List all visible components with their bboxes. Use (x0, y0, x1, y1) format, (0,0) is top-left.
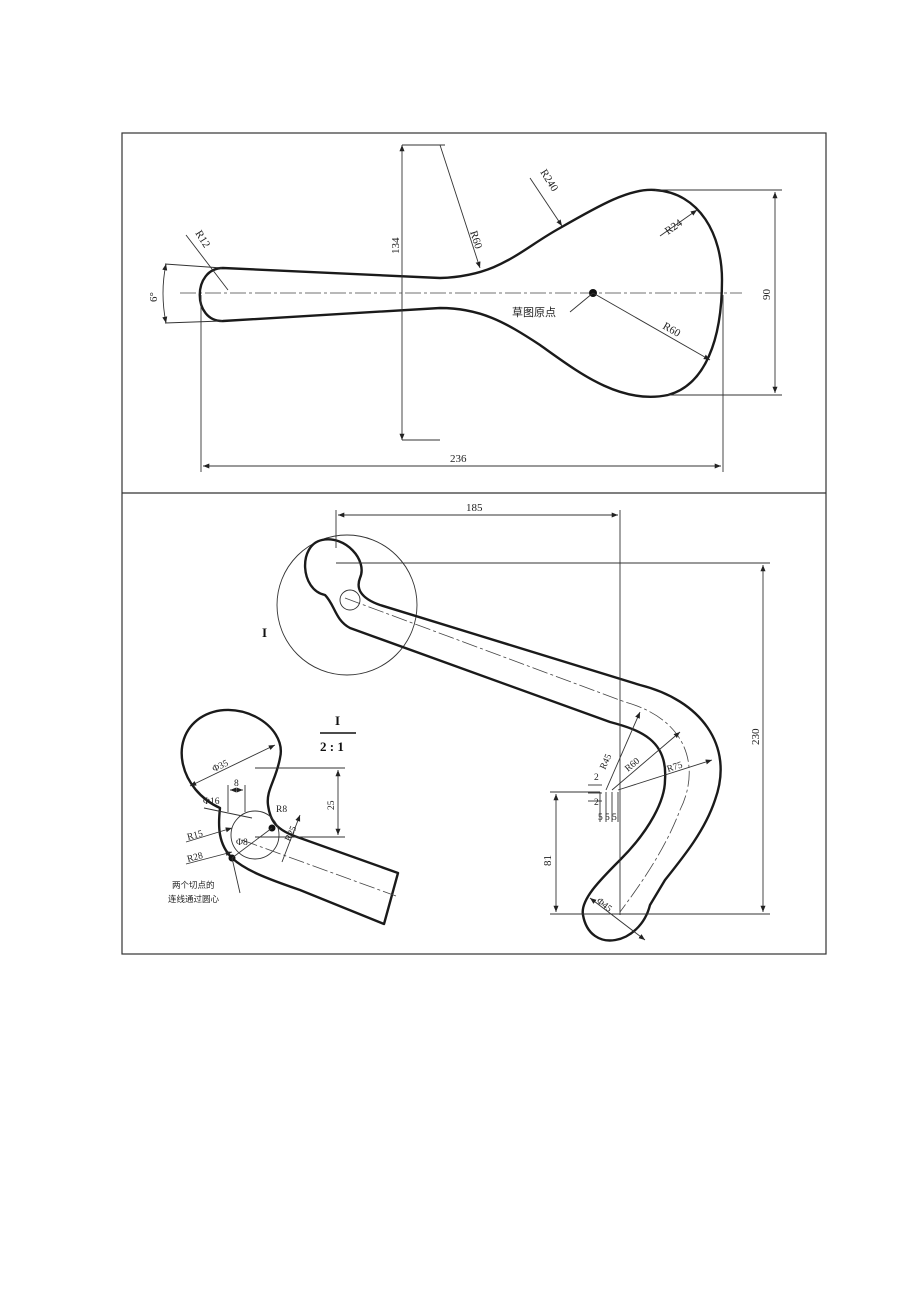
radius-r240: R240 (537, 167, 560, 194)
angle-arc (162, 263, 168, 324)
r45-leader (605, 711, 641, 791)
radius-r60: R60 (624, 756, 643, 774)
radius-r15: R15 (186, 829, 204, 843)
dim-5c: 5 (612, 813, 617, 823)
note-line1: 两个切点的 (172, 880, 215, 891)
drawing-frame (121, 132, 827, 955)
detail-title-numeral: I (335, 713, 340, 728)
dim-5b: 5 (605, 813, 610, 823)
r60-head-leader (592, 292, 711, 361)
dim-81: 81 (542, 855, 554, 866)
r24-leader (659, 209, 698, 237)
small-hole (339, 589, 361, 611)
dim-236: 236 (450, 453, 467, 465)
dim-185: 185 (466, 502, 483, 514)
dim-134: 134 (390, 237, 402, 254)
detail-scale: 2 : 1 (320, 739, 344, 754)
handle-outline (303, 538, 722, 942)
handle-centerline (344, 597, 690, 913)
origin-label: 草图原点 (512, 306, 556, 319)
radius-r45: R45 (599, 752, 615, 771)
dim-2-upper: 2 (594, 773, 599, 783)
r60-neck-leader (439, 144, 481, 269)
radius-r28: R28 (186, 851, 204, 865)
dim-230: 230 (750, 728, 762, 745)
radius-r24: R24 (663, 217, 685, 238)
phi35-leader (189, 744, 276, 787)
radius-r60-head: R60 (661, 320, 683, 340)
r28-leader (185, 851, 233, 865)
origin-leader (569, 292, 594, 313)
diameter-phi35: Φ35 (211, 759, 230, 775)
dim-8: 8 (234, 779, 239, 789)
diameter-phi16: Φ16 (203, 797, 220, 807)
r75-leader (617, 759, 713, 791)
radius-r75: R75 (666, 760, 684, 774)
phi16-leader (203, 807, 253, 819)
phi45-leader (589, 897, 646, 941)
top-drawing: 草图原点 134 R60 R240 R24 R60 R12 6° 90 (148, 144, 782, 472)
dim-5a: 5 (598, 813, 603, 823)
r15-leader (185, 827, 233, 843)
detail-marker: I (262, 625, 267, 640)
tangent-connector (231, 827, 273, 859)
r60-leader (611, 731, 681, 791)
note-leader (231, 857, 241, 894)
dim-2-lower: 2 (594, 798, 599, 808)
detail-view: I 2 : 1 Φ35 Φ16 Φ8 8 25 R8 (168, 708, 400, 926)
detail-joint-circle (230, 810, 280, 860)
radius-r8: R8 (276, 805, 287, 815)
angle-ext-top (164, 263, 223, 269)
angle-ext-bottom (164, 320, 223, 324)
dim-25: 25 (327, 800, 337, 810)
radius-r60-neck: R60 (467, 229, 484, 251)
r25-leader (281, 814, 301, 863)
r240-leader (529, 177, 563, 227)
note-line2: 连线通过圆心 (168, 894, 220, 905)
detail-centerline (241, 839, 397, 897)
diameter-phi45: Φ45 (594, 896, 613, 914)
dim-90: 90 (761, 289, 773, 301)
detail-outline (180, 708, 400, 926)
radius-r25: R25 (284, 824, 300, 843)
r12-leader (185, 234, 229, 291)
angle-6: 6° (148, 292, 160, 302)
detail-circle (276, 534, 418, 676)
diameter-phi8: Φ8 (236, 838, 248, 848)
